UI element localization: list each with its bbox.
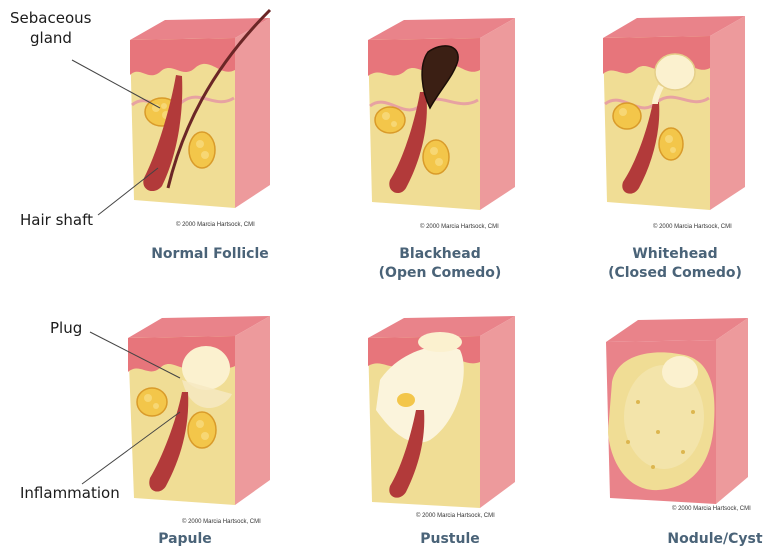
whitehead-plug	[655, 54, 695, 90]
sebaceous-gland-right	[189, 132, 215, 168]
label-sebaceous-gland: Sebaceous gland	[10, 8, 91, 48]
copyright-blackhead: © 2000 Marcia Hartsock, CMI	[420, 224, 499, 230]
copyright-pustule: © 2000 Marcia Hartsock, CMI	[416, 513, 495, 519]
label-plug: Plug	[50, 318, 82, 338]
pustule-head	[418, 332, 462, 352]
sebaceous-gland-left	[613, 103, 641, 129]
papule-illustration	[120, 310, 290, 515]
label-hair-shaft: Hair shaft	[20, 210, 93, 230]
skin-right-face	[235, 18, 270, 208]
copyright-normal-follicle: © 2000 Marcia Hartsock, CMI	[176, 222, 255, 228]
caption-pustule: Pustule	[400, 530, 500, 549]
normal-follicle-illustration	[120, 10, 300, 215]
caption-papule: Papule	[140, 530, 230, 549]
copyright-whitehead: © 2000 Marcia Hartsock, CMI	[653, 224, 732, 230]
copyright-papule: © 2000 Marcia Hartsock, CMI	[182, 519, 261, 525]
cyst-center	[662, 356, 698, 388]
blackhead-illustration	[360, 12, 540, 217]
skin-right-face	[480, 316, 515, 508]
sebaceous-gland-fragment	[397, 393, 415, 407]
whitehead-illustration	[595, 12, 760, 217]
skin-right-face	[716, 318, 748, 504]
nodule-cyst-illustration	[598, 312, 763, 512]
label-inflammation: Inflammation	[20, 483, 120, 503]
skin-right-face	[235, 316, 270, 505]
sebaceous-gland-right	[423, 140, 449, 174]
sebaceous-gland-right	[659, 128, 683, 160]
caption-nodule-cyst: Nodule/Cyst	[660, 530, 770, 549]
caption-blackhead: Blackhead (Open Comedo)	[370, 245, 510, 283]
copyright-nodule-cyst: © 2000 Marcia Hartsock, CMI	[672, 506, 751, 512]
caption-normal-follicle: Normal Follicle	[140, 245, 280, 264]
skin-right-face	[710, 16, 745, 210]
skin-right-face	[480, 18, 515, 210]
pustule-illustration	[360, 310, 540, 520]
caption-whitehead: Whitehead (Closed Comedo)	[595, 245, 755, 283]
sebaceous-gland-left	[375, 107, 405, 133]
sebaceous-gland-right	[188, 412, 216, 448]
sebaceous-gland-left	[137, 388, 167, 416]
